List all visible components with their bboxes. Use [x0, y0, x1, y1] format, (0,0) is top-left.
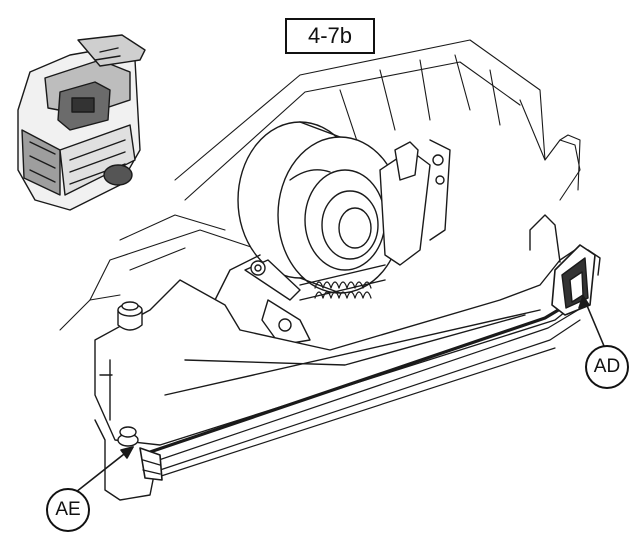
callout-ad-label: AD — [593, 356, 621, 377]
machine-thumbnail — [17, 34, 146, 211]
callout-ae: AE — [46, 488, 90, 532]
linkage-assembly — [199, 139, 451, 354]
tension-spring — [314, 281, 372, 299]
leader-ad — [578, 295, 605, 347]
callout-ae-label: AE — [55, 499, 81, 520]
background-frame — [59, 39, 581, 331]
figure-label-text: 4-7b — [307, 23, 353, 48]
hose-clamp-ae — [139, 447, 163, 481]
callout-ad: AD — [585, 345, 629, 389]
figure-label: 4-7b — [285, 18, 375, 54]
leader-ae — [75, 446, 134, 493]
squeegee-frame — [94, 214, 581, 501]
drive-housing — [237, 121, 403, 294]
